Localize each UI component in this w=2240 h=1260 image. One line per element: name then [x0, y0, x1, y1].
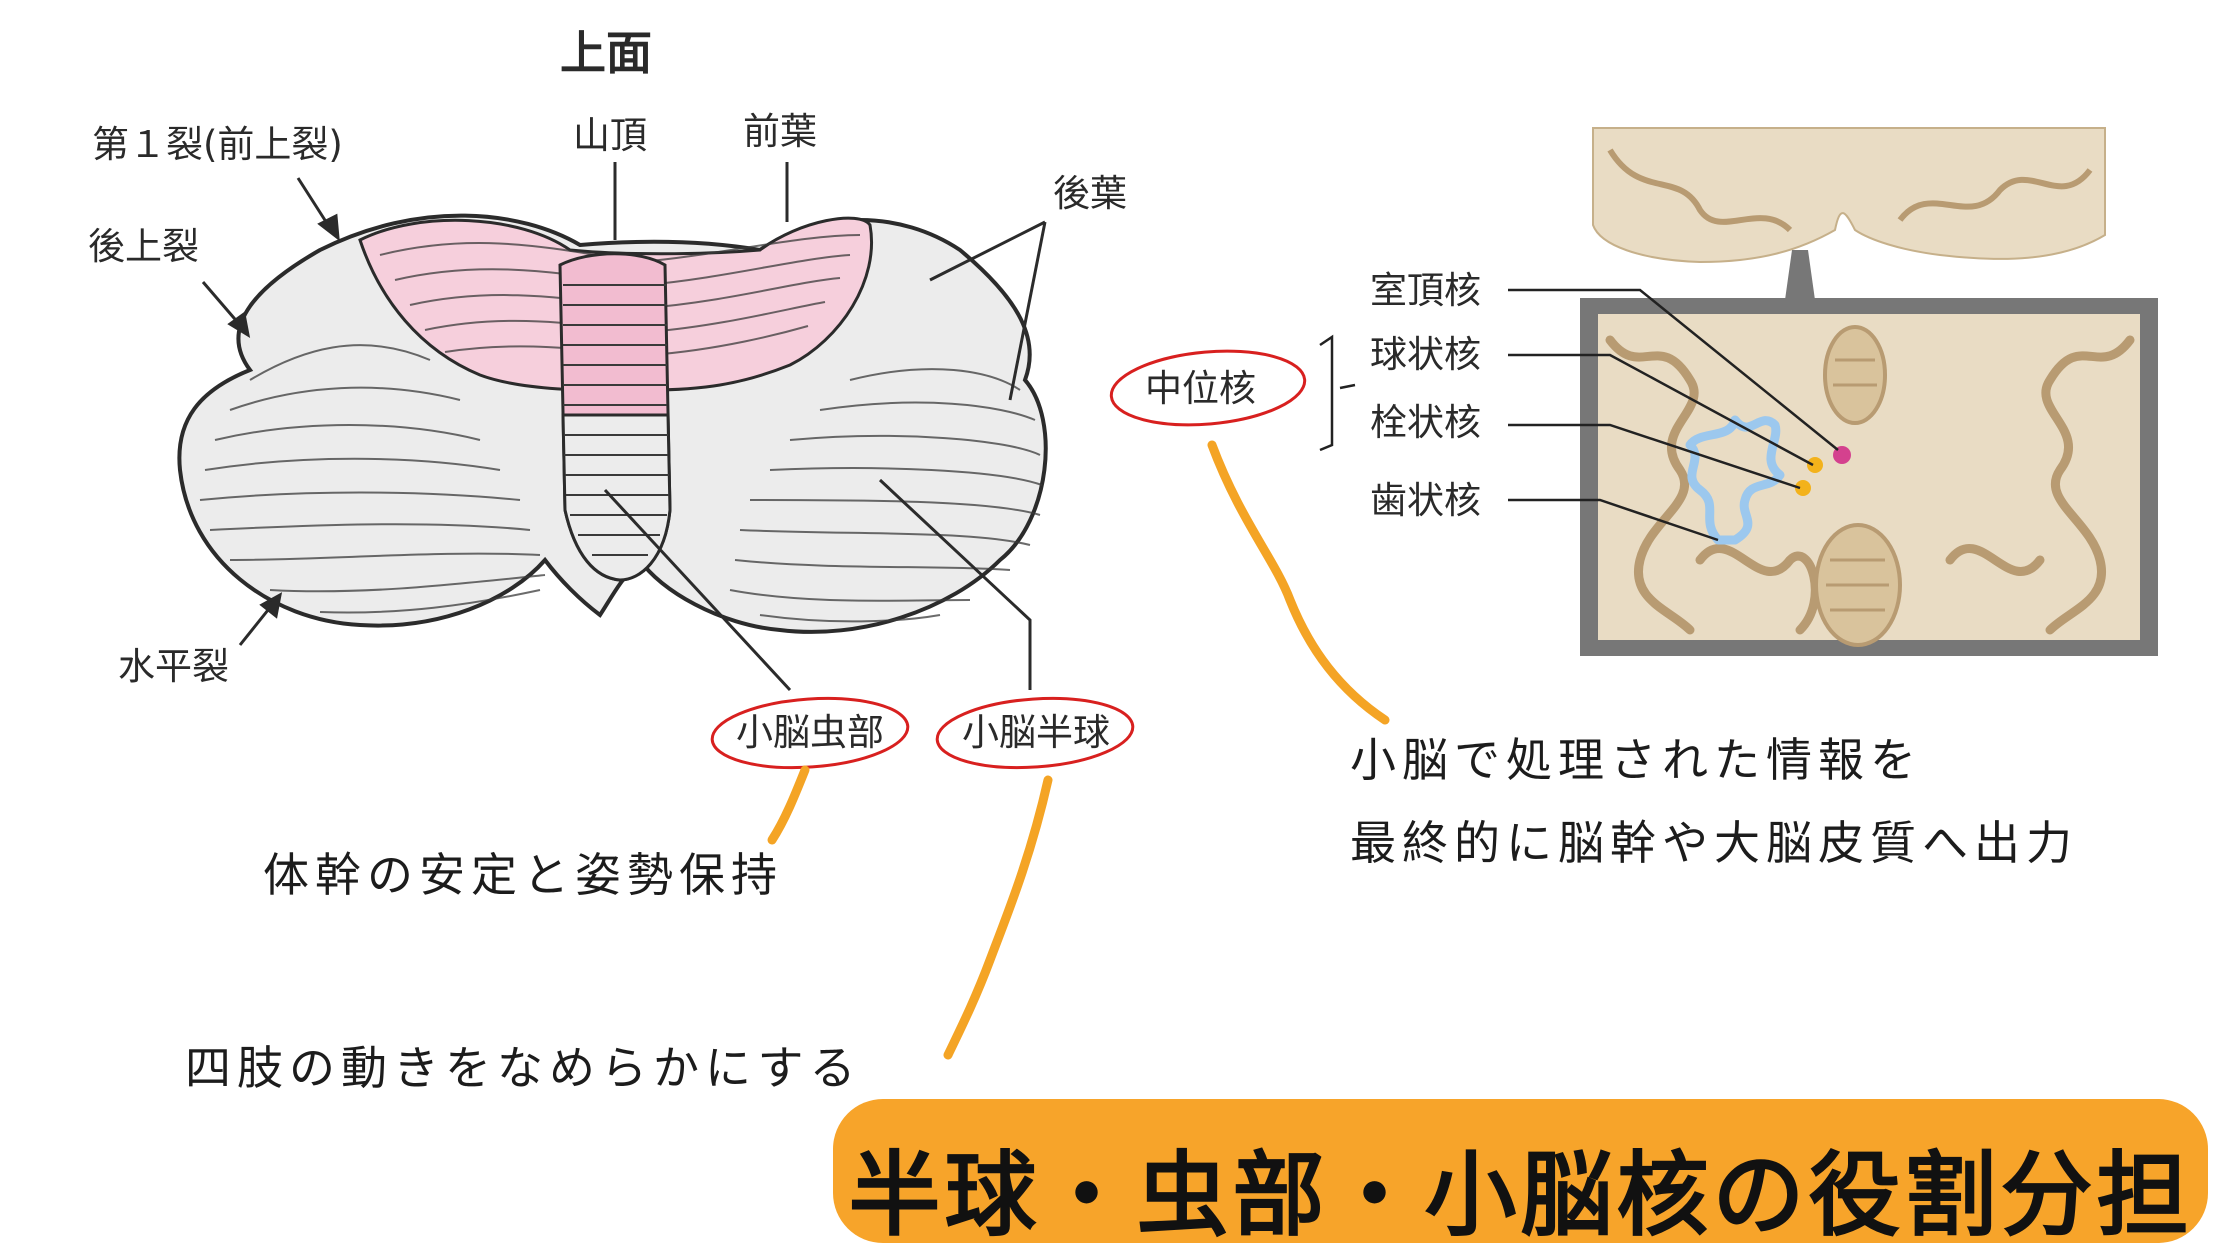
cerebellum-superior-view [177, 162, 1135, 1060]
label-culmen: 山頂 [573, 114, 647, 157]
label-interposed: 中位核 [1145, 367, 1256, 410]
dentate-nucleus-line [1685, 415, 1785, 545]
section-vermis [1814, 325, 1902, 647]
page-title: 半球・虫部・小脳核の役割分担 [848, 1142, 2193, 1249]
label-fissure1: 第１裂(前上裂) [92, 123, 343, 166]
vermis-circle [710, 696, 910, 770]
note-nuclei-function-line1: 小脳で処理された情報を [1350, 733, 1922, 787]
vermis-highlight-line [767, 765, 810, 845]
globose-nucleus-dot [1807, 457, 1823, 473]
arrows-left [201, 177, 340, 646]
label-posterior-lobe: 後葉 [1053, 172, 1127, 215]
label-posterior-superior-fissure: 後上裂 [88, 225, 199, 268]
label-emboliform: 栓状核 [1370, 401, 1481, 444]
label-vermis: 小脳虫部 [736, 711, 884, 754]
top-section-gyri [1607, 148, 2093, 233]
note-vermis-function: 体幹の安定と姿勢保持 [263, 848, 783, 902]
emboliform-nucleus-dot [1795, 480, 1811, 496]
label-horizontal-fissure: 水平裂 [118, 645, 229, 688]
folia-lines [199, 234, 1043, 623]
connector-pointer [1785, 250, 1815, 300]
label-globose: 球状核 [1370, 333, 1481, 376]
note-hemisphere-function: 四肢の動きをなめらかにする [185, 1041, 862, 1095]
hemisphere-highlight-line [943, 775, 1053, 1060]
vermis-folia [563, 284, 669, 556]
title-banner: 半球・虫部・小脳核の役割分担 [833, 1099, 2208, 1249]
brainstem-top-section [1592, 127, 2106, 264]
leader-lines-right [1319, 288, 1839, 542]
label-fastigial: 室頂核 [1370, 269, 1481, 312]
label-anterior-lobe: 前葉 [743, 110, 817, 153]
hemisphere-circle [935, 696, 1135, 770]
note-nuclei-function-line2: 最終的に脳幹や大脳皮質へ出力 [1350, 816, 2078, 870]
cerebellar-nuclei-section [1109, 127, 2158, 725]
label-hemisphere: 小脳半球 [962, 711, 1110, 754]
interposed-circle [1109, 349, 1307, 427]
leader-lines-left [603, 162, 1047, 692]
view-label: 上面 [560, 26, 652, 80]
vermis-lower [561, 413, 672, 582]
interposed-highlight-line [1207, 440, 1390, 725]
label-dentate: 歯状核 [1370, 479, 1481, 522]
